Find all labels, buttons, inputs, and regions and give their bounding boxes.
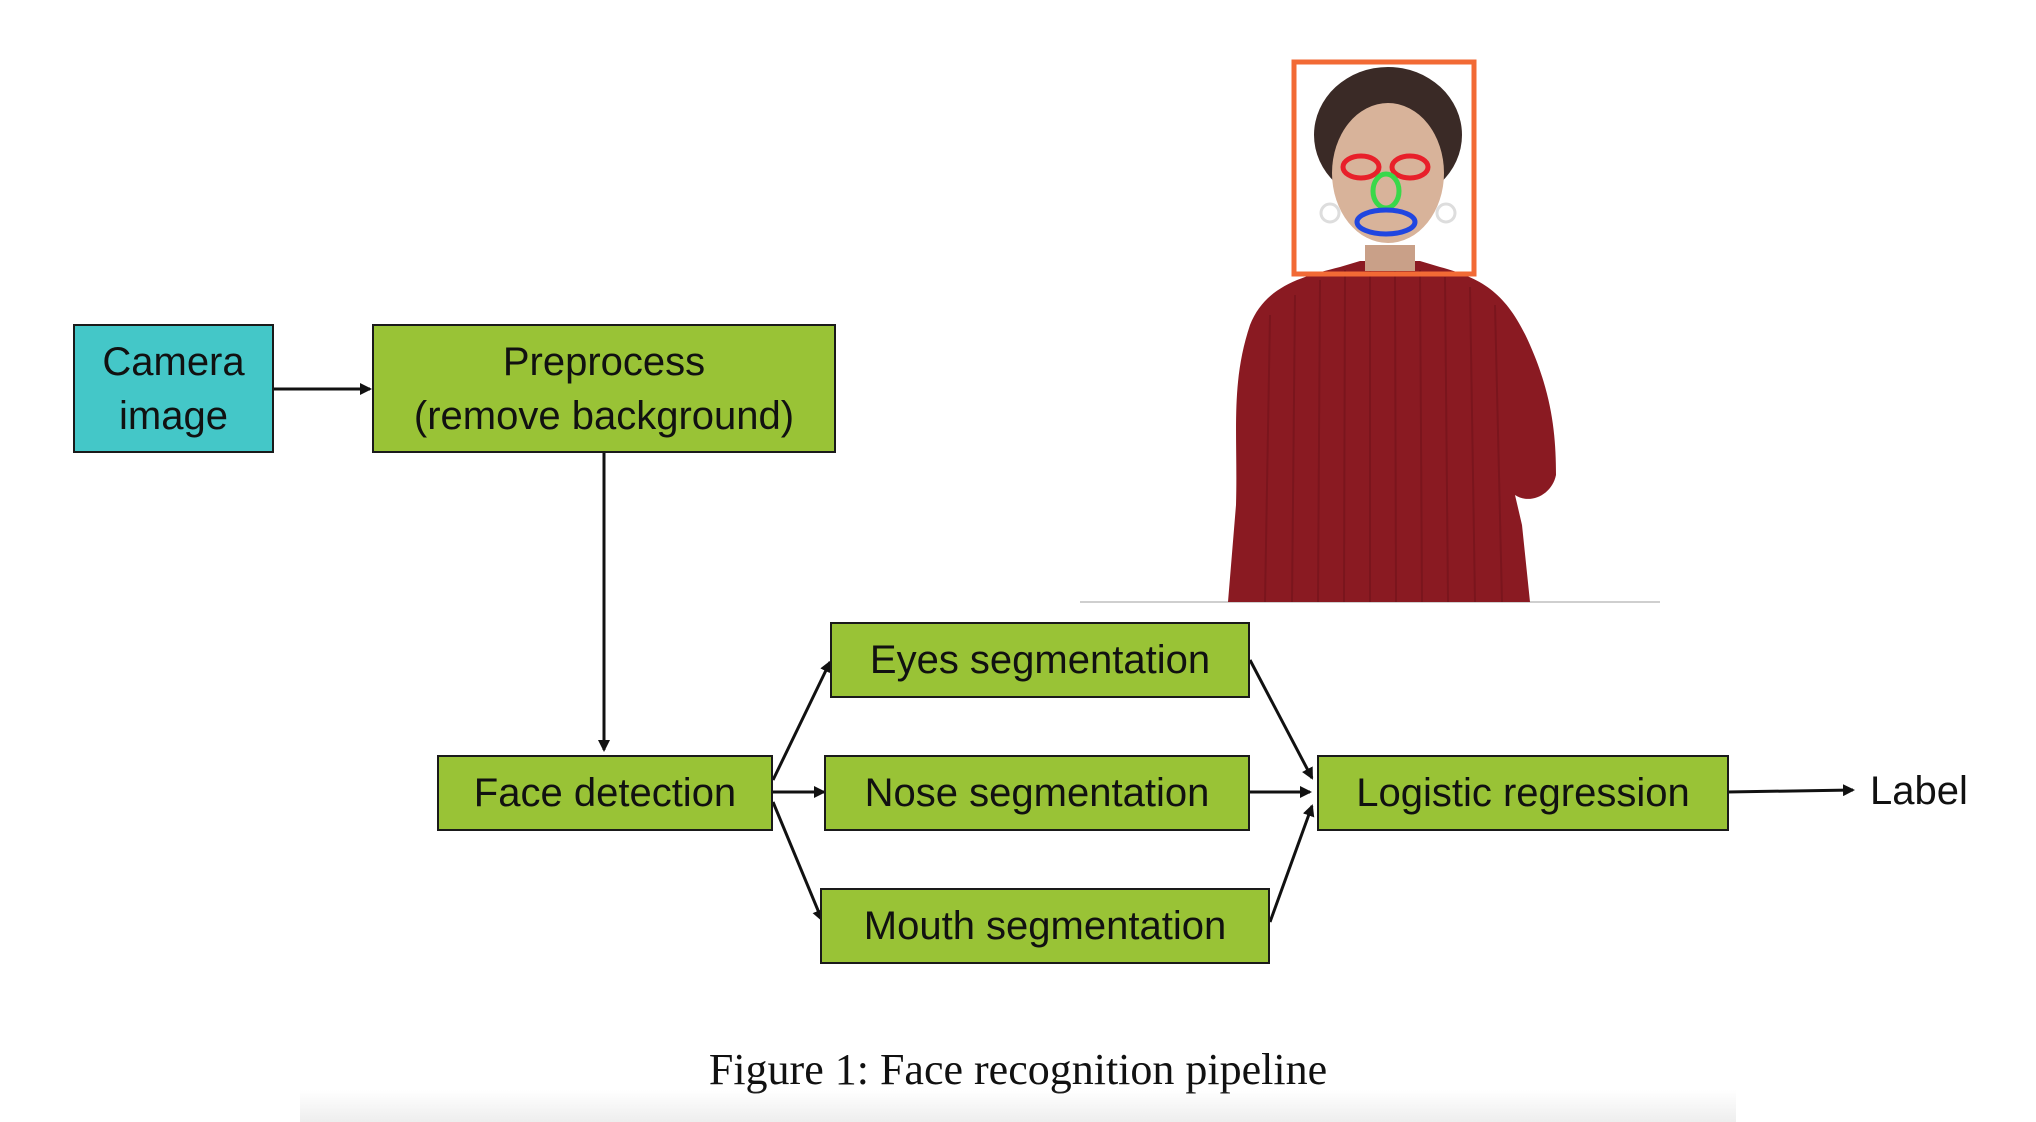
- left-earring: [1319, 202, 1341, 224]
- neck-shape: [1365, 245, 1415, 271]
- eyes-segmentation-box: Eyes segmentation: [830, 622, 1250, 698]
- camera-image-line1: Camera: [102, 339, 245, 384]
- right-eye-marker: [1389, 153, 1431, 181]
- edge-face-to-eyes: [771, 660, 832, 781]
- logistic-regression-box: Logistic regression: [1317, 755, 1729, 831]
- mouth-segmentation-box: Mouth segmentation: [820, 888, 1270, 964]
- preprocess-box: Preprocess (remove background): [372, 324, 836, 453]
- sweater-shape: [1228, 261, 1556, 602]
- output-label: Label: [1870, 769, 1968, 813]
- preprocess-line2: (remove background): [413, 393, 795, 438]
- mouth-segmentation-label: Mouth segmentation: [863, 904, 1227, 948]
- nose-segmentation-box: Nose segmentation: [824, 755, 1250, 831]
- edge-eyes-to-logistic: [1248, 659, 1314, 780]
- face-detection-label: Face detection: [473, 771, 737, 815]
- edge-face-to-mouth: [771, 801, 824, 922]
- face-detection-box: Face detection: [437, 755, 773, 831]
- left-eye-marker: [1340, 153, 1382, 181]
- mouth-marker: [1354, 207, 1418, 237]
- figure-caption: Figure 1: Face recognition pipeline: [708, 1045, 1328, 1094]
- eyes-segmentation-label: Eyes segmentation: [869, 638, 1211, 682]
- nose-segmentation-label: Nose segmentation: [864, 771, 1210, 815]
- camera-image-box: Camera image: [73, 324, 274, 453]
- camera-image-line2: image: [119, 393, 228, 438]
- edge-mouth-to-logistic: [1268, 804, 1315, 923]
- person-photo: [1080, 59, 1660, 603]
- face-bounding-box: [1291, 59, 1477, 277]
- page-edge-shadow: [300, 1090, 1736, 1122]
- logistic-regression-label: Logistic regression: [1356, 771, 1690, 815]
- sweater-ribs: [1264, 266, 1503, 603]
- preprocess-line1: Preprocess: [502, 339, 706, 384]
- edge-logistic-to-label: [1726, 784, 1855, 797]
- right-earring: [1435, 202, 1457, 224]
